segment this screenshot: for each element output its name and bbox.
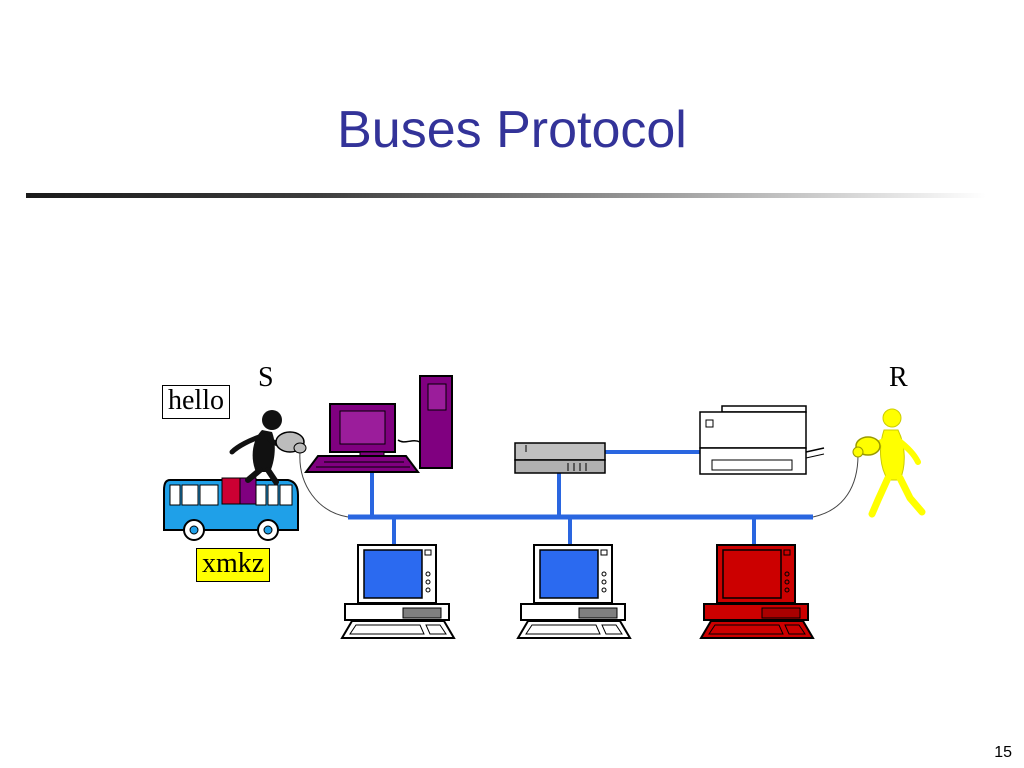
person-sender-icon: [229, 410, 307, 485]
receiver-cord: [812, 454, 859, 518]
bus-vehicle-icon: [163, 477, 299, 541]
bus-network: [348, 450, 813, 545]
terminal-icon: [699, 544, 815, 639]
slide-title: Buses Protocol: [337, 101, 687, 159]
page-number: 15: [994, 744, 1012, 761]
encrypted-message-box: xmkz: [196, 548, 271, 582]
workstation-icon: [304, 375, 453, 473]
sender-label: S: [258, 362, 274, 393]
person-receiver-icon: [852, 408, 926, 518]
terminal-icon: [516, 544, 632, 639]
message-box: hello: [162, 385, 230, 419]
hub-icon: [514, 442, 606, 474]
sender-cord: [299, 451, 349, 518]
receiver-label: R: [889, 362, 908, 393]
terminal-icon: [340, 544, 456, 639]
title-divider: [26, 193, 986, 198]
printer-icon: [699, 405, 825, 475]
